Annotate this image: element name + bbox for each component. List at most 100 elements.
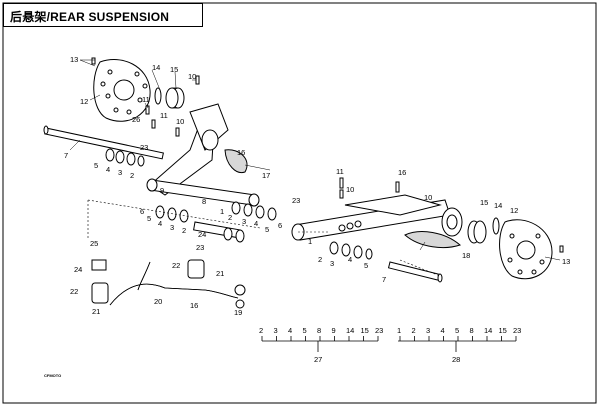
callout-4: 4 — [106, 165, 110, 174]
callout-14: 14 — [152, 63, 160, 72]
callout-7: 7 — [64, 151, 68, 160]
cfmoto-logo: CFMOTO — [44, 373, 61, 378]
kit-28-item: 23 — [513, 326, 521, 335]
callout-15b: 15 — [480, 198, 488, 207]
kit-28-item: 3 — [426, 326, 430, 335]
callout-lines — [69, 59, 561, 261]
kit-27-item: 23 — [375, 326, 383, 335]
callout-18: 18 — [462, 251, 470, 260]
callout-5d: 5 — [364, 261, 368, 270]
callout-19: 19 — [234, 308, 242, 317]
callout-2c: 2 — [228, 213, 232, 222]
stabilizer-bar-20 — [109, 261, 239, 306]
callout-3c: 3 — [242, 217, 246, 226]
swing-arm-right — [291, 194, 463, 248]
callout-11b: 11 — [160, 111, 168, 120]
kit-28-item: 5 — [455, 326, 459, 335]
callout-20: 20 — [154, 297, 162, 306]
kit-27-item: 3 — [274, 326, 278, 335]
kit-27-item: 14 — [346, 326, 354, 335]
callout-21b: 21 — [216, 269, 224, 278]
callout-6c: 6 — [278, 221, 282, 230]
kit-27-item: 15 — [361, 326, 369, 335]
callout-10b: 10 — [176, 117, 184, 126]
callout-13b: 13 — [562, 257, 570, 266]
bearing-15-left — [165, 87, 185, 109]
callout-3d: 3 — [330, 259, 334, 268]
callout-1b: 1 — [308, 237, 312, 246]
callout-23c: 23 — [292, 196, 300, 205]
kit-27-item: 4 — [288, 326, 292, 335]
kit-28-item: 15 — [499, 326, 507, 335]
brake-disc-left — [93, 59, 151, 122]
washers-left-upper — [105, 148, 145, 167]
callout-14b: 14 — [494, 201, 502, 210]
kit-28-item: 4 — [441, 326, 445, 335]
callout-23: 23 — [140, 143, 148, 152]
brake-disc-right — [499, 219, 553, 280]
callout-5: 5 — [94, 161, 98, 170]
callout-23b: 23 — [196, 243, 204, 252]
seal-14-left — [154, 87, 162, 105]
callout-16: 16 — [237, 148, 245, 157]
callout-22: 22 — [70, 287, 78, 296]
bearing-15-right — [467, 220, 487, 244]
kit-27-item: 2 — [259, 326, 263, 335]
bushings-left — [91, 259, 246, 309]
callout-8: 8 — [202, 197, 206, 206]
washers-right — [329, 241, 373, 260]
callout-3: 3 — [118, 168, 122, 177]
callout-5c: 5 — [265, 225, 269, 234]
leader-lines — [87, 199, 441, 277]
callout-6: 6 — [140, 207, 144, 216]
callout-4c: 4 — [254, 219, 258, 228]
kit-28-item: 14 — [484, 326, 492, 335]
washers-mid — [155, 201, 277, 243]
kit-28-label: 28 — [452, 355, 460, 364]
callout-10c: 10 — [346, 185, 354, 194]
callout-15: 15 — [170, 65, 178, 74]
callout-13: 13 — [70, 55, 78, 64]
logo-text: CFMOTO — [44, 373, 61, 378]
kit-28-item: 2 — [412, 326, 416, 335]
callout-12: 12 — [80, 97, 88, 106]
callout-7b: 7 — [382, 275, 386, 284]
swing-arm-left — [146, 103, 260, 207]
axle-7-left — [43, 125, 164, 160]
callout-2d: 2 — [318, 255, 322, 264]
callout-3b: 3 — [170, 223, 174, 232]
kit-28-item: 1 — [397, 326, 401, 335]
callout-11: 11 — [142, 95, 150, 104]
callout-21: 21 — [92, 307, 100, 316]
callout-2b: 2 — [182, 226, 186, 235]
callout-10: 10 — [188, 72, 196, 81]
axle-7-right — [387, 261, 443, 283]
kit-28-item: 8 — [470, 326, 474, 335]
kit-27-label: 27 — [314, 355, 322, 364]
callout-17: 17 — [262, 171, 270, 180]
diagram-border — [2, 2, 597, 404]
callout-11c: 11 — [336, 167, 344, 176]
callout-4d: 4 — [348, 255, 352, 264]
page-title: 后悬架/REAR SUSPENSION — [10, 10, 170, 24]
seal-14-right — [492, 217, 500, 235]
callout-10d: 10 — [424, 193, 432, 202]
kit-27-item: 5 — [303, 326, 307, 335]
callout-2: 2 — [130, 171, 134, 180]
callout-24b: 24 — [74, 265, 82, 274]
callout-16b: 16 — [190, 301, 198, 310]
callout-4b: 4 — [158, 219, 162, 228]
callout-5b: 5 — [147, 214, 151, 223]
bolts — [91, 57, 564, 253]
callout-1: 1 — [220, 207, 224, 216]
callout-24: 24 — [198, 230, 206, 239]
callout-16c: 16 — [398, 168, 406, 177]
kit-27-item: 9 — [332, 326, 336, 335]
callout-12b: 12 — [510, 206, 518, 215]
callout-9: 9 — [160, 186, 164, 195]
title-box: 后悬架/REAR SUSPENSION — [3, 3, 203, 27]
callouts: 13 14 15 10 12 11 26 11 10 7 5 4 3 2 23 … — [64, 55, 570, 317]
